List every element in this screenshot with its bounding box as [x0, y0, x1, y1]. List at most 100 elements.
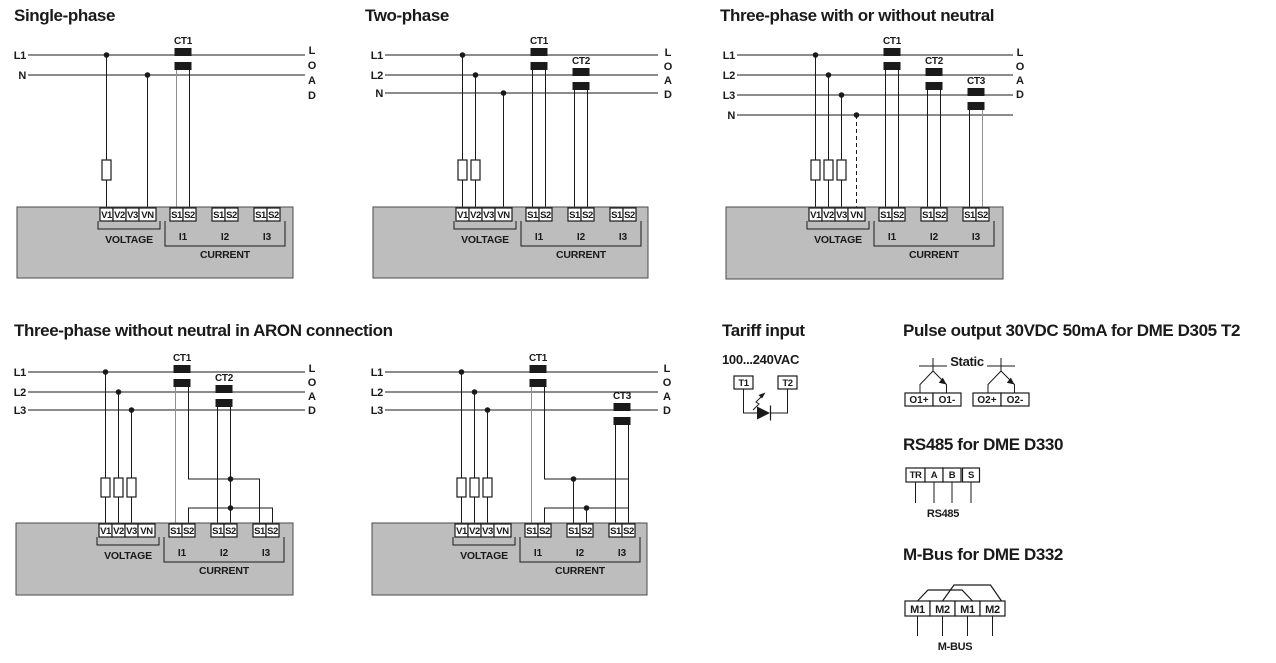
ct2-symbol: CT2 [215, 373, 234, 407]
ct-bar [174, 62, 192, 70]
svg-text:I2: I2 [576, 548, 585, 559]
phase-label-l1: L1 [14, 367, 26, 379]
ct-bar [967, 88, 985, 96]
svg-text:I1: I1 [888, 232, 897, 243]
svg-text:I2: I2 [220, 548, 229, 559]
svg-text:S2: S2 [581, 526, 592, 537]
junction-dot [227, 476, 234, 482]
terminal-i1-s2 [537, 523, 552, 538]
fuse [113, 477, 124, 498]
phase-label-l1: L1 [371, 367, 383, 379]
svg-text:V3: V3 [482, 526, 493, 537]
ct1-label: CT1 [173, 353, 192, 364]
aron-left-diagram: Three-phase without neutral in ARON conn… [14, 321, 393, 596]
terminal-vn [494, 207, 513, 222]
svg-text:V3: V3 [127, 210, 138, 221]
fuse [823, 159, 834, 181]
terminal-i3-s2 [622, 207, 637, 222]
symbol-arrowhead [1006, 377, 1015, 385]
terminal-i3-s2 [621, 523, 636, 538]
svg-text:O: O [308, 377, 317, 389]
t2-wire [771, 389, 788, 414]
diagram-title: Single-phase [14, 6, 115, 25]
ct-bar [572, 82, 590, 90]
fuse [456, 477, 467, 498]
svg-text:V1: V1 [810, 210, 822, 221]
svg-text:O: O [663, 377, 672, 389]
ct2-label: CT2 [572, 56, 591, 67]
svg-text:D: D [664, 89, 672, 101]
ct-bar [530, 62, 548, 70]
svg-text:S2: S2 [539, 526, 550, 537]
diode-triangle [757, 406, 770, 420]
ct3-symbol: CT3 [967, 76, 986, 110]
rs485-section: RS485 for DME D330 TR A B S RS485 [903, 435, 1063, 520]
mbus-bridge [917, 589, 973, 602]
tariff-voltage-range: 100...240VAC [722, 352, 800, 367]
svg-text:A: A [664, 75, 672, 87]
svg-text:V2: V2 [114, 210, 125, 221]
svg-text:S2: S2 [935, 210, 946, 221]
svg-text:V3: V3 [126, 526, 137, 537]
svg-text:S2: S2 [183, 526, 194, 537]
svg-text:L: L [309, 45, 316, 57]
svg-text:S: S [968, 470, 974, 481]
svg-text:V1: V1 [456, 526, 468, 537]
ct-bar [925, 82, 943, 90]
terminal-vn [137, 523, 156, 538]
meter-terminal-block: V1 V2 V3 VN S1 S2 S1 S2 S1 S2 I1 I2 I3 V… [371, 522, 648, 596]
svg-text:VN: VN [141, 210, 154, 221]
opto-arrow [752, 395, 763, 411]
svg-text:VOLTAGE: VOLTAGE [461, 234, 509, 246]
svg-text:S1: S1 [526, 526, 538, 537]
svg-text:CURRENT: CURRENT [200, 249, 251, 261]
svg-text:V2: V2 [469, 526, 480, 537]
terminal-o1-minus [932, 392, 962, 407]
svg-text:A: A [308, 391, 316, 403]
svg-text:A: A [308, 75, 316, 87]
load-label: L O A D [1016, 47, 1025, 101]
aron-right-diagram: L1 L2 L3 L O A D CT1 CT3 [371, 353, 672, 596]
ct-secondary-wires [176, 70, 190, 208]
ct-bar [883, 62, 901, 70]
ct-bar [215, 385, 233, 393]
svg-text:S1: S1 [213, 210, 225, 221]
load-label: L O A D [308, 45, 317, 102]
svg-text:V2: V2 [823, 210, 834, 221]
fuse [836, 159, 847, 181]
ct1-label: CT1 [883, 36, 902, 47]
svg-text:O1+: O1+ [909, 395, 928, 406]
ct2-label: CT2 [215, 373, 234, 384]
svg-text:CURRENT: CURRENT [199, 565, 250, 577]
svg-text:VN: VN [140, 526, 153, 537]
two-phase-diagram: Two-phase L1 L2 N L O A D CT1 CT2 [365, 6, 673, 279]
phase-label-l1: L1 [723, 50, 735, 62]
svg-text:V3: V3 [483, 210, 494, 221]
ct-bar [613, 417, 631, 425]
voltage-bracket [806, 221, 870, 230]
voltage-bracket [453, 221, 517, 230]
svg-text:A: A [663, 391, 671, 403]
svg-text:M2: M2 [935, 604, 950, 616]
terminal-i1-s2 [181, 523, 196, 538]
three-phase-diagram: Three-phase with or without neutral L1 L… [720, 6, 1025, 280]
terminal-i2-s2 [223, 523, 238, 538]
terminal-o2-minus [1000, 392, 1030, 407]
single-phase-diagram: Single-phase L1 N L O A D CT1 [14, 6, 317, 279]
terminal-i2-s2 [580, 207, 595, 222]
meter-terminal-block: V1 V2 V3 VN S1 S2 S1 S2 S1 S2 I1 I2 I3 V… [725, 206, 1004, 280]
fuse [100, 477, 111, 498]
svg-text:I2: I2 [577, 232, 586, 243]
ct1-symbol: CT1 [173, 353, 192, 387]
svg-text:I1: I1 [179, 232, 188, 243]
terminal-vn [847, 207, 866, 222]
svg-text:VN: VN [496, 526, 509, 537]
phase-label-l2: L2 [371, 70, 383, 82]
ct3-label: CT3 [613, 391, 632, 402]
opto-arrowhead [758, 392, 766, 399]
phase-label-l2: L2 [371, 387, 383, 399]
svg-text:I2: I2 [930, 232, 939, 243]
bus-name: RS485 [927, 508, 959, 520]
svg-text:S1: S1 [611, 210, 623, 221]
